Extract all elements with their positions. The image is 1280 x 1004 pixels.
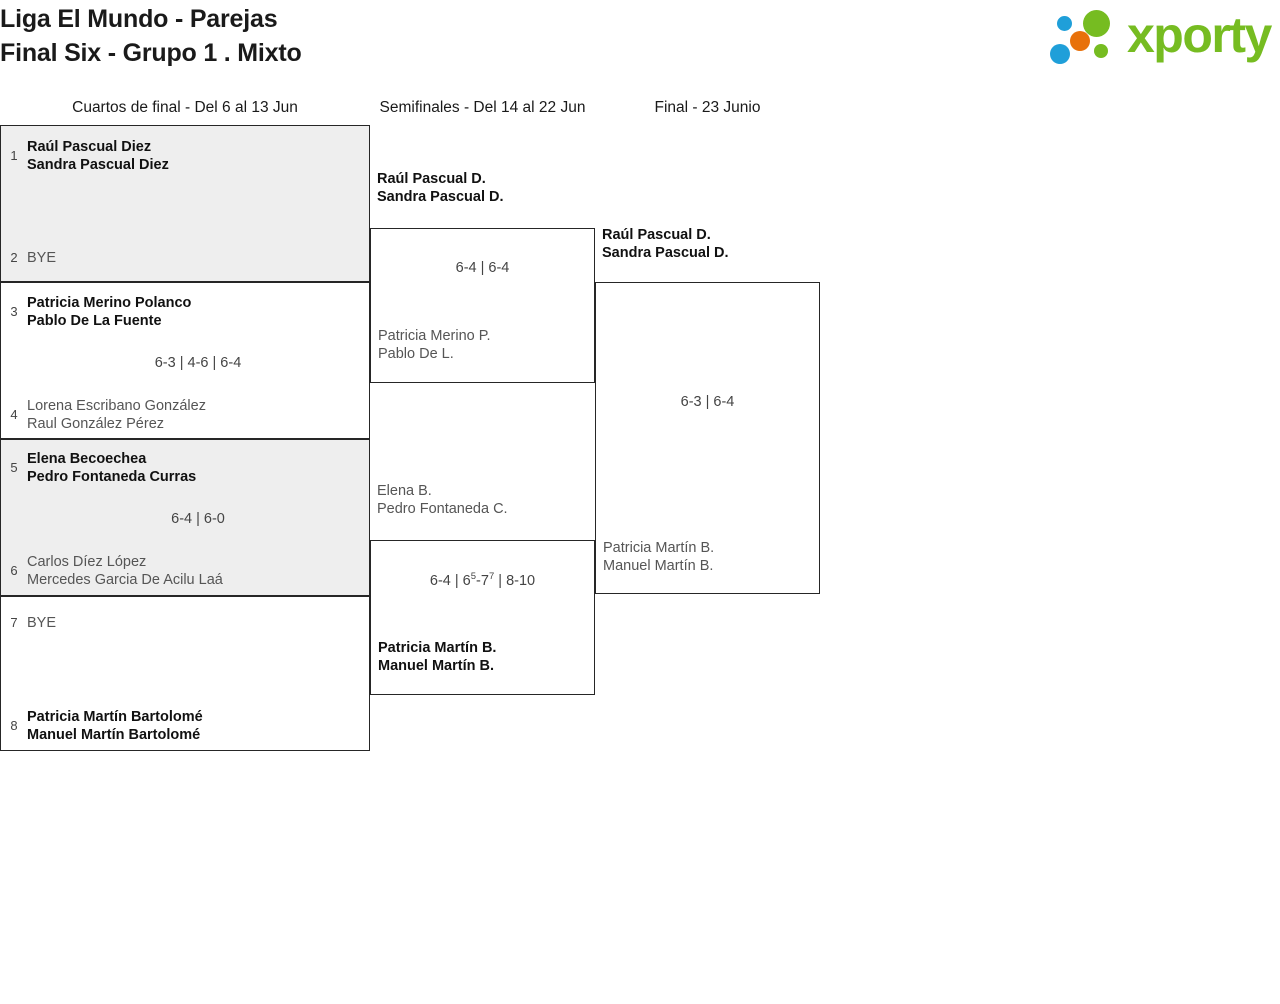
match-block-qf-2[interactable]: 3 Patricia Merino Polanco Pablo De La Fu… xyxy=(0,282,370,439)
page-title: Liga El Mundo - Parejas Final Six - Grup… xyxy=(0,5,302,67)
match-slot-top[interactable]: 7 BYE xyxy=(1,614,369,632)
score-set-2-b: -7 xyxy=(476,573,489,589)
logo-dot-green-big xyxy=(1083,10,1110,37)
logo-wordmark: xporty xyxy=(1127,7,1272,63)
logo-dot-orange xyxy=(1070,31,1090,51)
match-score: 6-4 | 6-4 xyxy=(455,260,510,276)
match-slot-top[interactable]: 5 Elena Becoechea Pedro Fontaneda Curras xyxy=(1,450,369,486)
team-name: Lorena Escribano González Raul González … xyxy=(27,398,206,432)
match-block-qf-3[interactable]: 5 Elena Becoechea Pedro Fontaneda Curras… xyxy=(0,439,370,596)
seed-number: 3 xyxy=(10,304,18,319)
team-name: Elena Becoechea Pedro Fontaneda Curras xyxy=(27,451,197,485)
xporty-logo[interactable]: xporty xyxy=(1044,6,1274,68)
match-slot-top[interactable]: 1 Raúl Pascual Diez Sandra Pascual Diez xyxy=(1,138,369,174)
match-block-qf-1[interactable]: 1 Raúl Pascual Diez Sandra Pascual Diez … xyxy=(0,125,370,282)
match-slot-top[interactable]: 3 Patricia Merino Polanco Pablo De La Fu… xyxy=(1,294,369,330)
score-separator-1: | xyxy=(454,573,463,589)
final-top-team: Raúl Pascual D. Sandra Pascual D. xyxy=(602,227,729,261)
seed-number: 1 xyxy=(10,148,18,163)
seed-number: 2 xyxy=(10,250,18,265)
score-set-3: 8-10 xyxy=(506,573,536,589)
team-name: Patricia Merino Polanco Pablo De La Fuen… xyxy=(27,295,192,329)
sf2-top-team: Elena B. Pedro Fontaneda C. xyxy=(377,483,508,517)
team-name: BYE xyxy=(27,615,57,631)
match-block-qf-4[interactable]: 7 BYE 8 Patricia Martín Bartolomé Manuel… xyxy=(0,596,370,751)
seed-number: 5 xyxy=(10,460,18,475)
column-header-final: Final - 23 Junio xyxy=(654,99,761,116)
match-slot-bottom[interactable]: 2 BYE xyxy=(1,249,369,267)
match-block-final[interactable]: 6-3 | 6-4 Patricia Martín B. Manuel Mart… xyxy=(595,282,820,594)
score-separator-2: | xyxy=(494,573,507,589)
score-set-2-a-tiebreak: 5 xyxy=(470,571,477,583)
logo-dot-green-small xyxy=(1094,44,1108,58)
score-set-1: 6-4 xyxy=(429,573,451,589)
match-slot-bottom[interactable]: 8 Patricia Martín Bartolomé Manuel Martí… xyxy=(1,708,369,744)
seed-number: 8 xyxy=(10,718,18,733)
final-bottom-team: Patricia Martín B. Manuel Martín B. xyxy=(603,540,715,574)
team-name: Patricia Martín Bartolomé Manuel Martín … xyxy=(27,709,203,743)
column-header-quarterfinals: Cuartos de final - Del 6 al 13 Jun xyxy=(72,99,298,116)
team-name: Raúl Pascual Diez Sandra Pascual Diez xyxy=(27,139,169,173)
logo-dot-blue-bottom xyxy=(1050,44,1070,64)
seed-number: 4 xyxy=(10,407,18,422)
match-score: 6-4 | 65-77 | 8-10 xyxy=(371,572,594,590)
sf1-bottom-team: Patricia Merino P. Pablo De L. xyxy=(378,328,491,362)
score-set-2-b-tiebreak: 7 xyxy=(488,571,495,583)
match-block-sf-1[interactable]: 6-4 | 6-4 Patricia Merino P. Pablo De L. xyxy=(370,228,595,383)
score-set-2-a: 6 xyxy=(462,573,471,589)
match-slot-bottom[interactable]: 6 Carlos Díez López Mercedes Garcia De A… xyxy=(1,553,369,589)
logo-dot-blue-top xyxy=(1057,16,1072,31)
team-name: BYE xyxy=(27,250,57,266)
match-score: 6-3 | 4-6 | 6-4 xyxy=(154,355,242,371)
match-score: 6-4 | 6-0 xyxy=(171,511,225,527)
match-slot-bottom[interactable]: 4 Lorena Escribano González Raul Gonzále… xyxy=(1,397,369,433)
sf2-bottom-team: Patricia Martín B. Manuel Martín B. xyxy=(378,640,497,674)
column-header-semifinals: Semifinales - Del 14 al 22 Jun xyxy=(379,99,586,116)
match-score: 6-3 | 6-4 xyxy=(680,394,735,410)
sf1-top-team: Raúl Pascual D. Sandra Pascual D. xyxy=(377,171,504,205)
seed-number: 7 xyxy=(10,615,18,630)
seed-number: 6 xyxy=(10,563,18,578)
team-name: Carlos Díez López Mercedes Garcia De Aci… xyxy=(27,554,223,588)
match-block-sf-2[interactable]: 6-4 | 65-77 | 8-10 Patricia Martín B. Ma… xyxy=(370,540,595,695)
